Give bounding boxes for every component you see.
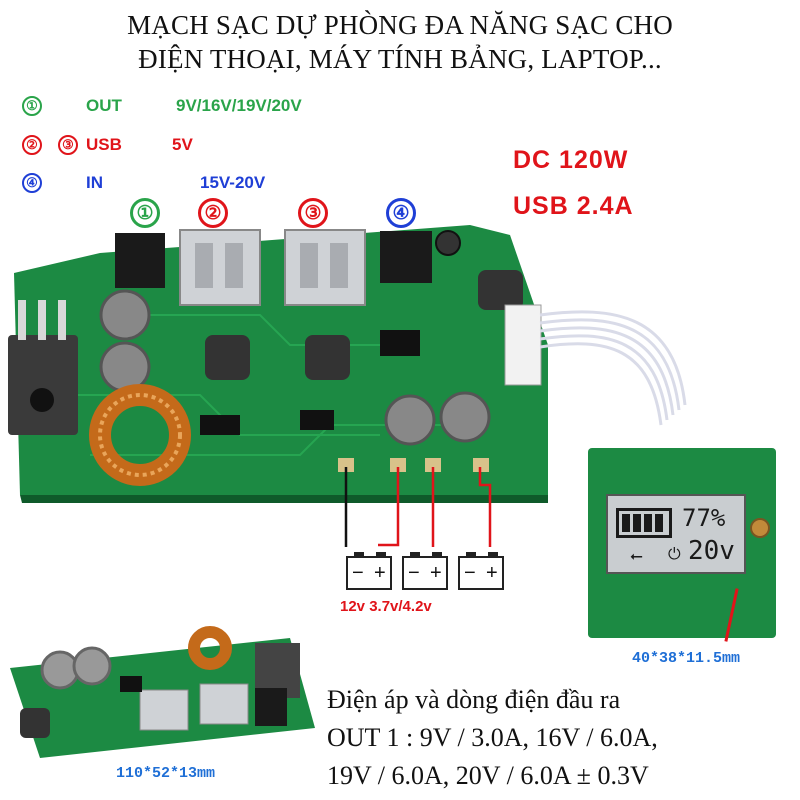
ribbon-cable	[539, 310, 687, 426]
legend-usb-marker-3: ③	[58, 135, 78, 155]
battery-wires	[344, 467, 492, 547]
pointer-arrow	[724, 588, 739, 642]
inductor	[205, 335, 250, 380]
legend-out-label: OUT	[86, 96, 122, 115]
legend-in-marker: ④	[22, 173, 42, 193]
legend-out-value: 9V/16V/19V/20V	[176, 96, 302, 115]
port-marker-usb-2: ②	[198, 198, 228, 228]
display-board-dimensions: 40*38*11.5mm	[632, 650, 741, 667]
lcd-display: 77% 20v ⭠ ⏻	[606, 494, 746, 574]
lcd-voltage: 20v	[688, 536, 735, 566]
dc-input-jack	[380, 231, 432, 283]
battery-minus: −	[464, 562, 476, 584]
legend-in-label: IN	[86, 173, 103, 192]
usb-port-3	[284, 229, 366, 306]
lcd-battery-icon	[616, 508, 672, 538]
inductor	[305, 335, 350, 380]
title-line-2: ĐIỆN THOẠI, MÁY TÍNH BẢNG, LAPTOP...	[138, 44, 662, 74]
legend-usb-value: 5V	[172, 135, 193, 154]
port-marker-out: ①	[130, 198, 160, 228]
battery-cell-3: − +	[458, 552, 504, 590]
legend-usb-marker-2: ②	[22, 135, 42, 155]
inductor	[478, 270, 523, 310]
power-icon: ⏻	[668, 546, 681, 563]
port-marker-usb-3: ③	[298, 198, 328, 228]
battery-pad	[425, 458, 441, 472]
legend-usb-label: USB	[86, 135, 122, 154]
capacitor	[435, 230, 461, 256]
output-description-line-1: Điện áp và dòng điện đầu ra	[327, 685, 621, 714]
battery-plus: +	[486, 562, 498, 584]
display-board: 77% 20v ⭠ ⏻	[588, 448, 776, 642]
battery-cell-2: − +	[402, 552, 448, 590]
spec-usb-current: USB 2.4A	[513, 192, 634, 220]
legend-in-value: 15V-20V	[200, 173, 266, 192]
display-button	[750, 518, 770, 538]
battery-pad	[473, 458, 489, 472]
battery-plus: +	[430, 562, 442, 584]
output-description-line-2: OUT 1 : 9V / 3.0A, 16V / 6.0A,	[327, 723, 658, 752]
dc-output-jack	[115, 233, 165, 288]
spec-dc-power: DC 120W	[513, 146, 629, 174]
usb-icon: ⭠	[630, 548, 643, 565]
ic-chip	[380, 330, 420, 356]
capacitor	[384, 394, 436, 446]
legend-out-marker: ①	[22, 96, 42, 116]
port-marker-in: ④	[386, 198, 416, 228]
lcd-percent: 77%	[682, 504, 726, 532]
secondary-board-photo	[10, 626, 315, 758]
main-board-dimensions: 110*52*13mm	[116, 765, 216, 782]
ic-chip	[300, 410, 334, 430]
battery-pad	[390, 458, 406, 472]
capacitor	[439, 391, 491, 443]
output-description-line-3: 19V / 6.0A, 20V / 6.0A ± 0.3V	[327, 761, 649, 790]
display-connector	[504, 304, 542, 386]
battery-voltage-label: 12v 3.7v/4.2v	[340, 598, 432, 615]
usb-port-2	[179, 229, 261, 306]
capacitor	[99, 341, 151, 393]
battery-pad	[338, 458, 354, 472]
title-line-1: MẠCH SẠC DỰ PHÒNG ĐA NĂNG SẠC CHO	[127, 10, 673, 40]
main-board-photo	[8, 225, 548, 503]
battery-plus: +	[374, 562, 386, 584]
battery-minus: −	[352, 562, 364, 584]
ic-chip	[200, 415, 240, 435]
mosfet	[8, 335, 78, 435]
battery-minus: −	[408, 562, 420, 584]
capacitor	[99, 289, 151, 341]
battery-cell-1: − +	[346, 552, 392, 590]
